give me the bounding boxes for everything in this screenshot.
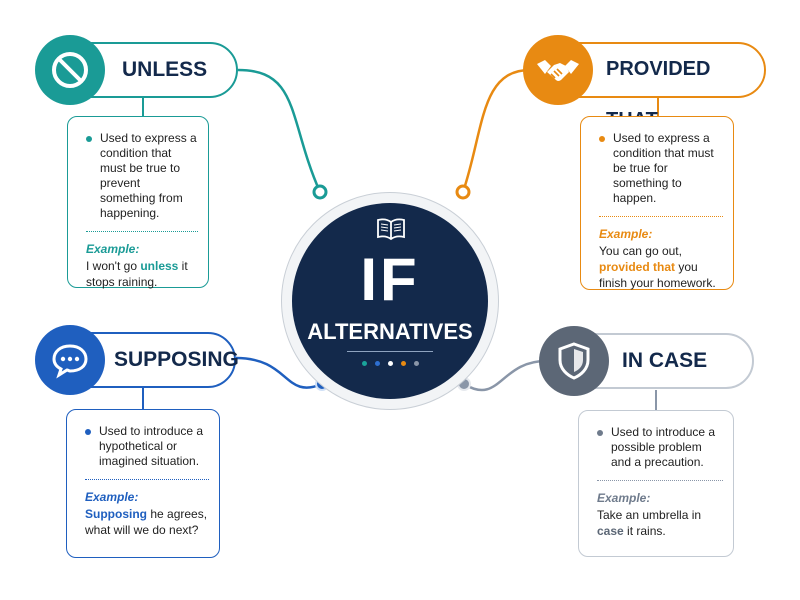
description-in-case: Used to introduce a possible problem and… [611, 425, 716, 469]
example-label-unless: Example: [86, 242, 140, 256]
connector-supposing [235, 356, 323, 389]
keyword-supposing: Supposing [85, 507, 147, 521]
description-provided-that: Used to express a condition that must be… [613, 131, 714, 205]
keyword-provided-that: provided that [599, 260, 676, 274]
center-dot-1 [374, 361, 380, 366]
pill-supposing: SUPPOSING [35, 325, 239, 395]
pill-provided-that: PROVIDED THAT [523, 35, 766, 131]
card-provided-that: Used to express a condition that must be… [580, 116, 734, 290]
speech-bubble-icon [52, 344, 88, 379]
center-dot-3 [400, 361, 406, 366]
center-dot-0 [361, 361, 367, 366]
example-label-in-case: Example: [597, 491, 651, 505]
icon-circle-supposing [35, 325, 105, 395]
center-title: IF [360, 246, 420, 313]
divider [85, 479, 209, 480]
center-subtitle: ALTERNATIVES [307, 319, 473, 344]
handshake-icon [537, 60, 579, 81]
bullet-dot [85, 429, 91, 435]
example-unless: I won't go unless it stops raining. [86, 259, 188, 289]
shield-icon [558, 342, 590, 380]
node-dot-provided-that [455, 184, 471, 200]
example-in-case: Take an umbrella in case it rains. [597, 508, 702, 538]
title-unless: UNLESS [122, 58, 208, 81]
center-circle: IF ALTERNATIVES [292, 203, 488, 399]
center-rule [347, 351, 433, 352]
example-supposing: Supposing he agrees, what will we do nex… [85, 507, 208, 537]
no-entry-icon [52, 52, 88, 88]
title-provided-that: PROVIDED THAT [606, 58, 711, 131]
description-unless: Used to express a condition that must be… [100, 131, 197, 220]
example-label-provided-that: Example: [599, 227, 653, 241]
keyword-in-case: case [597, 524, 624, 538]
center-hub: IF ALTERNATIVES [281, 192, 499, 410]
icon-circle-in-case [539, 326, 609, 396]
title-in-case: IN CASE [622, 349, 708, 372]
center-dot-2 [387, 361, 393, 366]
icon-circle-provided-that [523, 35, 593, 105]
icon-circle-unless [35, 35, 105, 105]
center-dots [292, 361, 488, 366]
divider [599, 216, 723, 217]
keyword-unless: unless [140, 259, 179, 273]
example-label-supposing: Example: [85, 490, 139, 504]
bullet-dot [597, 430, 603, 436]
divider [86, 231, 198, 232]
description-supposing: Used to introduce a hypothetical or imag… [99, 424, 204, 468]
node-dot-unless [312, 184, 328, 200]
title-supposing: SUPPOSING [114, 348, 239, 371]
center-dot-4 [413, 361, 419, 366]
connector-provided-that [461, 68, 531, 193]
bullet-dot [86, 136, 92, 142]
card-unless: Used to express a condition that must be… [67, 116, 209, 289]
example-provided-that: You can go out, provided that you finish… [599, 244, 716, 290]
divider [597, 480, 723, 481]
bullet-dot [599, 136, 605, 142]
connector-in-case [463, 359, 547, 392]
open-book-icon [377, 218, 405, 241]
pill-unless: UNLESS [35, 35, 238, 105]
card-supposing: Used to introduce a hypothetical or imag… [66, 409, 220, 558]
card-in-case: Used to introduce a possible problem and… [578, 410, 734, 557]
pill-in-case: IN CASE [539, 326, 754, 396]
connector-unless [237, 68, 322, 193]
